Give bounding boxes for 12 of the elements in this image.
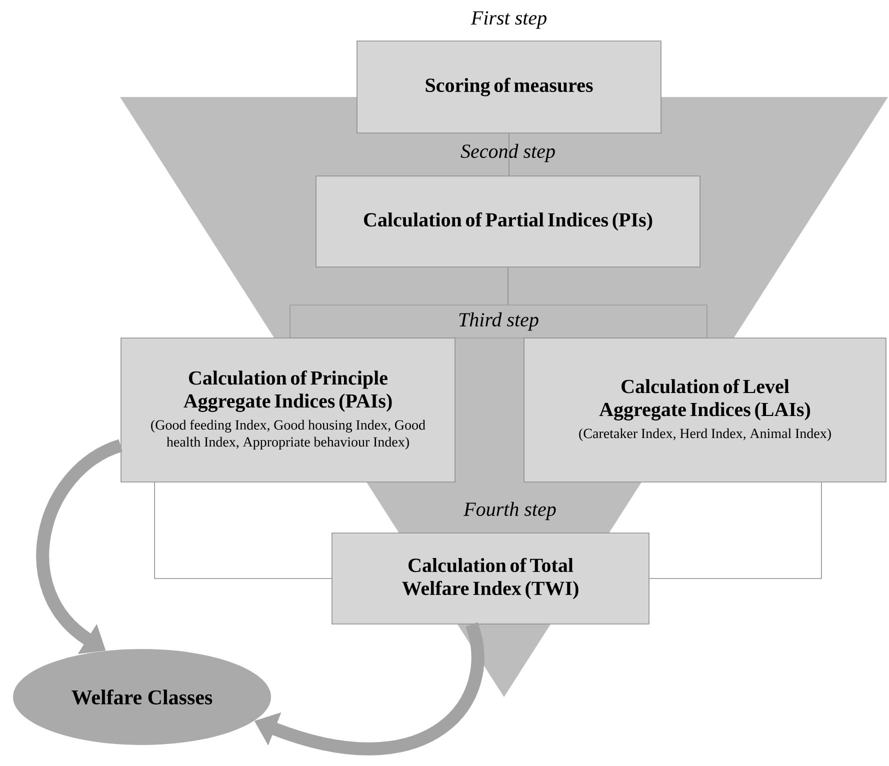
process-box: Calculation of Principle Aggregate Indices (PAIs) (Good feeding Index, Good housing Index, Good health Index, Appropriate behaviour Index) (120, 338, 456, 482)
process-box: Calculation of Partial Indices (PIs) (316, 176, 700, 268)
process-box: Scoring of measures (356, 40, 662, 134)
connector-line (508, 133, 510, 176)
connector-line (154, 482, 332, 579)
step-label: First step (470, 11, 546, 29)
step-band: Third step (290, 304, 708, 338)
step-label: Fourth step (464, 502, 556, 520)
process-box: Calculation of Level Aggregate Indices (LAIs) (Caretaker Index, Herd Index, Animal Index) (524, 338, 886, 482)
connector-line (649, 482, 822, 579)
process-box: Calculation of Total Welfare Index (TWI) (332, 532, 650, 624)
step-label: Second step (460, 144, 555, 162)
